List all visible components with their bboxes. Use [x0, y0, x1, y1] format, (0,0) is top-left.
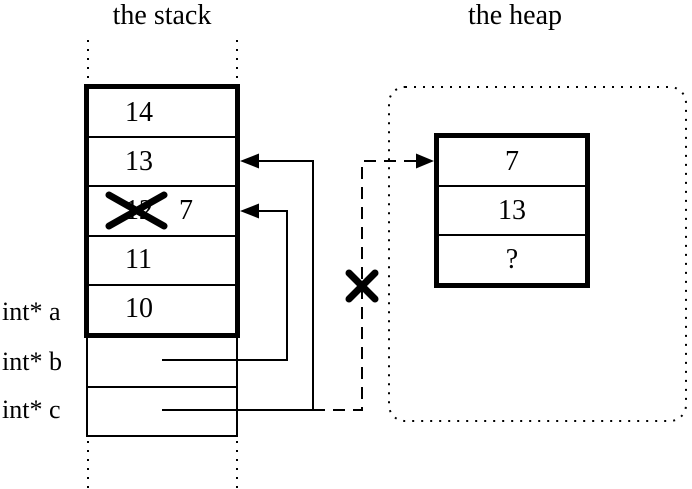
- heap-arrow-cross-out-icon: [345, 269, 379, 303]
- heap-title: the heap: [467, 0, 563, 31]
- heap-box: 7 13 ?: [434, 133, 590, 288]
- arrow-left-icon: [240, 203, 259, 219]
- stack-box: 14 13 12 7 11 10: [84, 84, 240, 338]
- heap-cell-value: 13: [498, 194, 526, 226]
- arrow-left-icon: [240, 153, 259, 169]
- stack-cell-value: 11: [125, 244, 152, 276]
- stack-cell-value: 10: [125, 293, 153, 325]
- var-label-c: int* c: [2, 395, 61, 424]
- dangling-heap-arrow: [313, 153, 434, 411]
- stack-new-value: 7: [179, 195, 193, 226]
- stack-cell-10: 10: [89, 283, 235, 333]
- heap-cell-unknown: ?: [439, 234, 585, 283]
- stack-old-value: 12: [125, 195, 153, 226]
- heap-cell-value: 7: [505, 145, 519, 177]
- stack-title: the stack: [112, 0, 212, 31]
- pointer-slots: [86, 338, 238, 437]
- var-label-a: int* a: [2, 297, 61, 326]
- stack-cell-value: 14: [125, 96, 153, 128]
- var-label-b: int* b: [2, 347, 62, 376]
- stack-cell-11: 11: [89, 234, 235, 284]
- stack-cell-13: 13: [89, 136, 235, 185]
- pointer-slot-c: [88, 388, 236, 436]
- stack-cell-12-overwritten: 12 7: [89, 185, 235, 234]
- heap-cell-value: ?: [505, 243, 519, 275]
- stack-cell-14: 14: [89, 89, 235, 136]
- heap-cell-13: 13: [439, 185, 585, 234]
- pointer-slot-b: [88, 338, 236, 388]
- stack-cell-value: 13: [125, 145, 153, 177]
- heap-cell-7: 7: [439, 138, 585, 185]
- arrow-right-icon: [416, 153, 434, 169]
